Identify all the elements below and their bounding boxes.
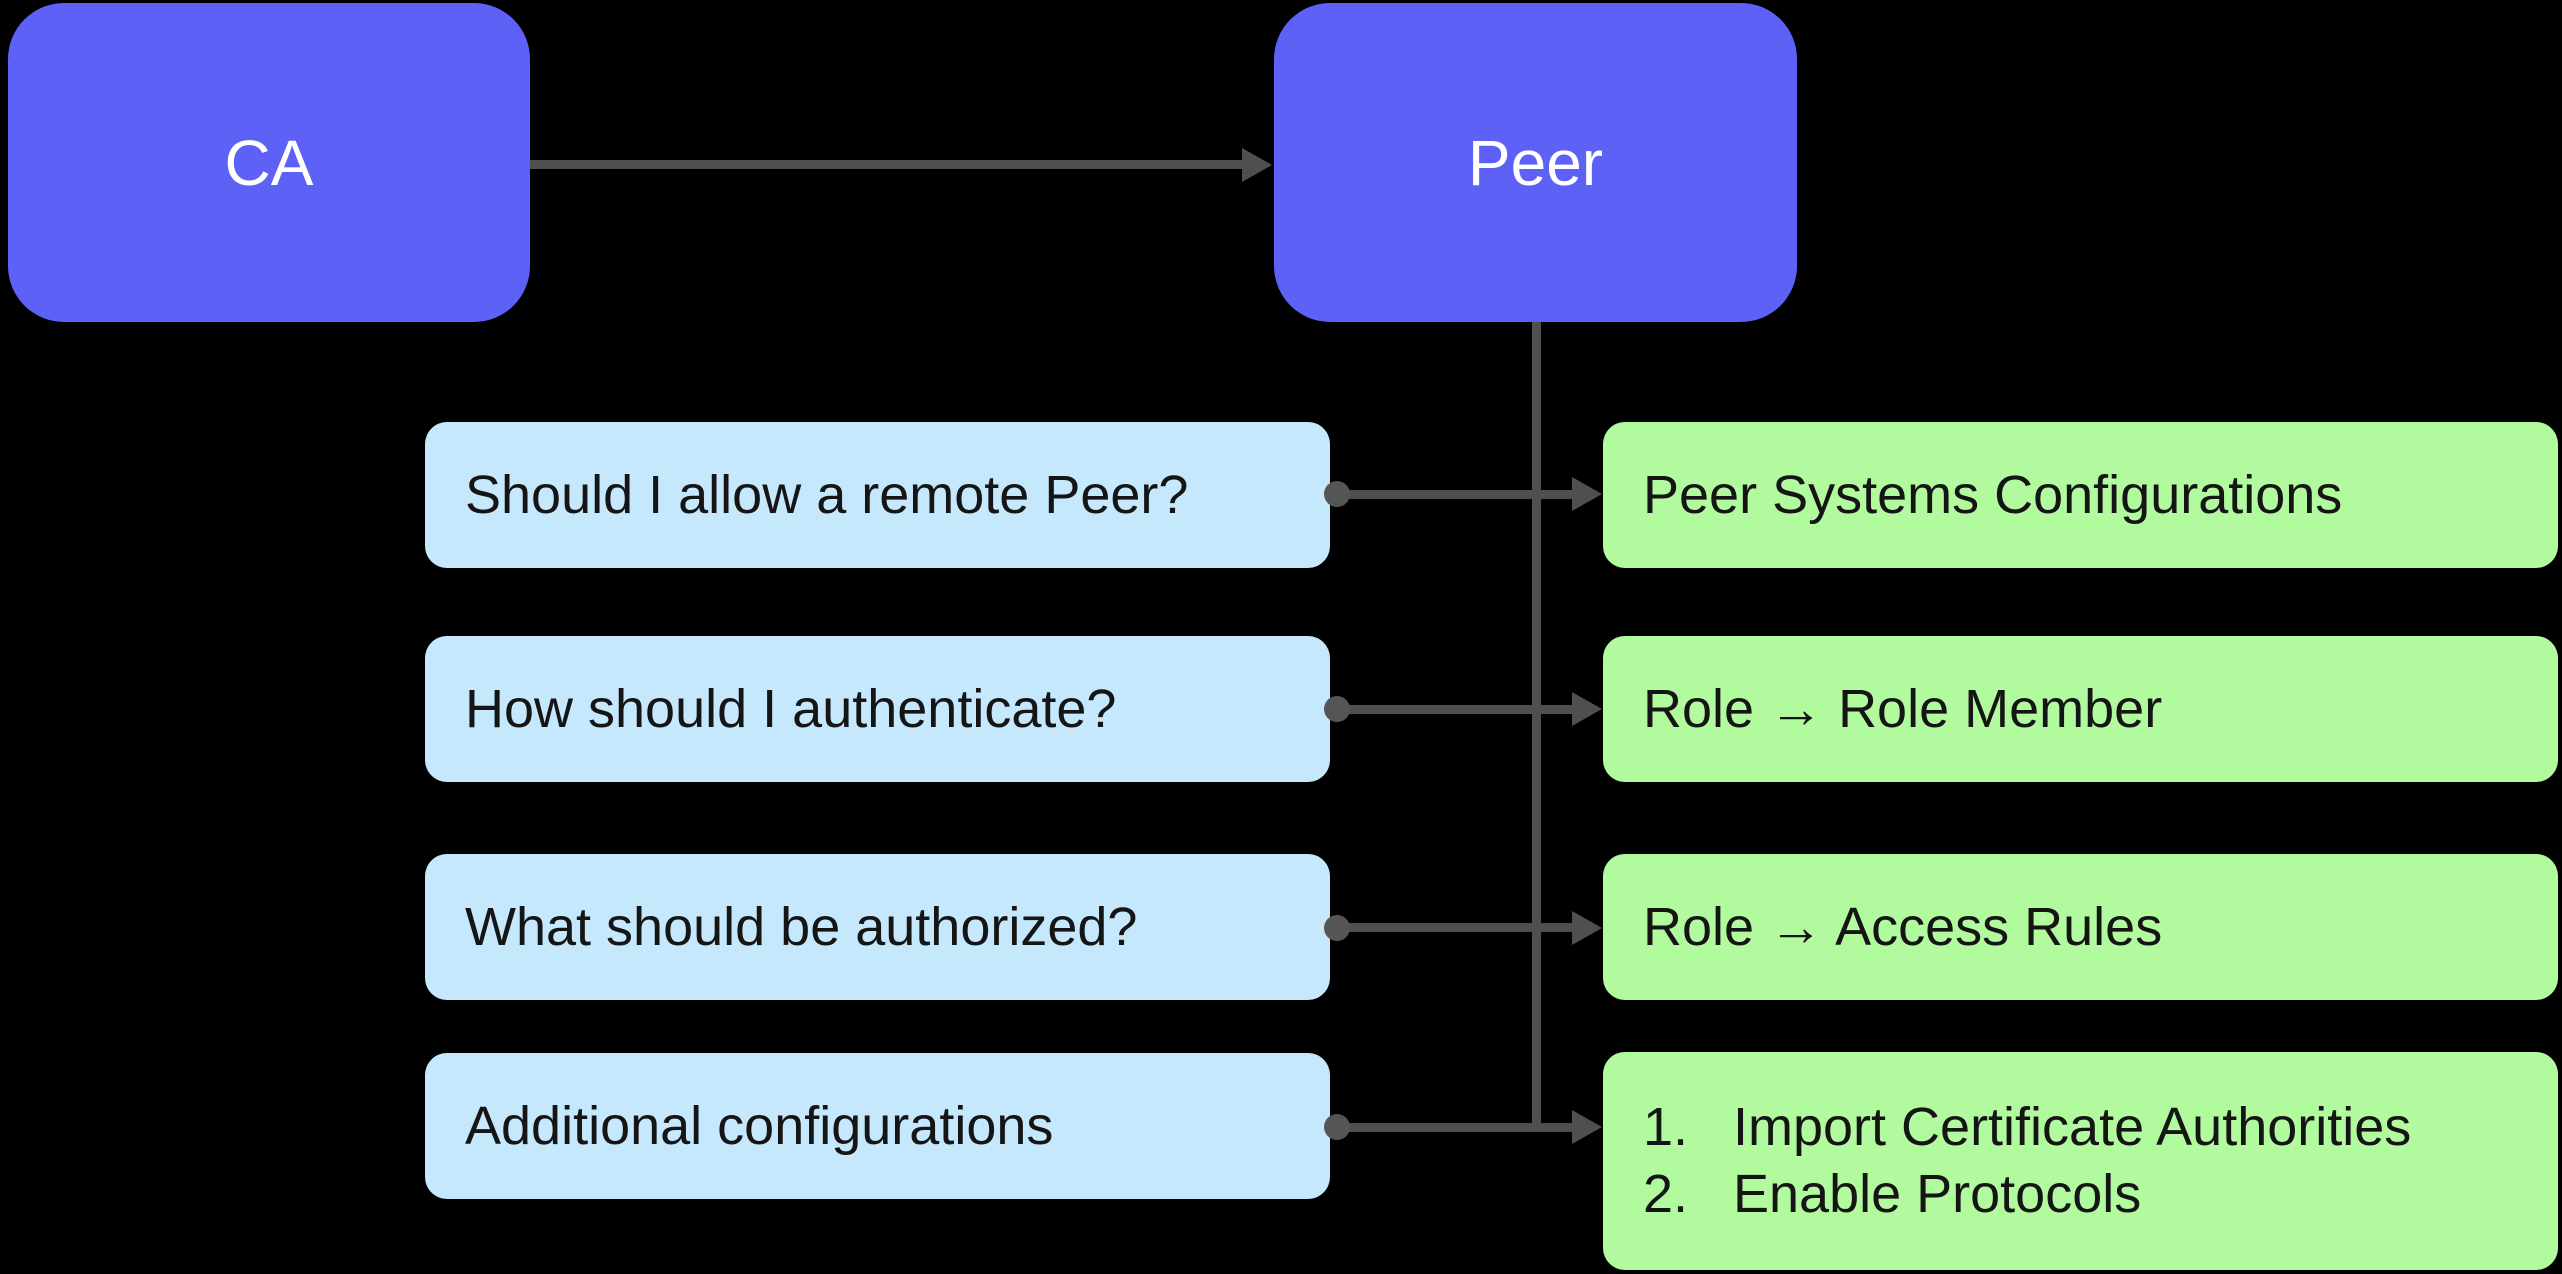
list-item: 1. Import Certificate Authorities: [1643, 1094, 2411, 1161]
answer-box: 1. Import Certificate Authorities 2. Ena…: [1603, 1052, 2558, 1270]
arrow-right-icon: [1572, 911, 1602, 945]
arrow-right-icon: [1572, 692, 1602, 726]
question-box: Additional configurations: [425, 1053, 1330, 1199]
arrow-right-icon: [1572, 477, 1602, 511]
answer-ordered-list: 1. Import Certificate Authorities 2. Ena…: [1603, 1094, 2411, 1228]
connector-row: [1337, 1123, 1577, 1132]
connector-dot: [1324, 696, 1350, 722]
node-peer: Peer: [1274, 3, 1797, 322]
question-box: What should be authorized?: [425, 854, 1330, 1000]
list-item-marker: 2.: [1643, 1164, 1689, 1224]
connector-row: [1337, 705, 1577, 714]
connector-dot: [1324, 1114, 1350, 1140]
question-box: How should I authenticate?: [425, 636, 1330, 782]
list-item-text: Import Certificate Authorities: [1733, 1097, 2412, 1157]
connector-peer-trunk: [1532, 322, 1541, 1132]
list-item: 2. Enable Protocols: [1643, 1161, 2411, 1228]
arrow-right-icon: [1242, 148, 1272, 182]
list-item-marker: 1.: [1643, 1097, 1689, 1157]
list-item-text: Enable Protocols: [1733, 1164, 2142, 1224]
connector-row: [1337, 923, 1577, 932]
node-ca: CA: [8, 3, 530, 322]
connector-dot: [1324, 481, 1350, 507]
connector-ca-peer: [530, 160, 1244, 169]
arrow-right-icon: [1572, 1110, 1602, 1144]
question-box: Should I allow a remote Peer?: [425, 422, 1330, 568]
connector-row: [1337, 490, 1577, 499]
connector-dot: [1324, 915, 1350, 941]
answer-box: Peer Systems Configurations: [1603, 422, 2558, 568]
answer-box: Role → Access Rules: [1603, 854, 2558, 1000]
answer-box: Role → Role Member: [1603, 636, 2558, 782]
